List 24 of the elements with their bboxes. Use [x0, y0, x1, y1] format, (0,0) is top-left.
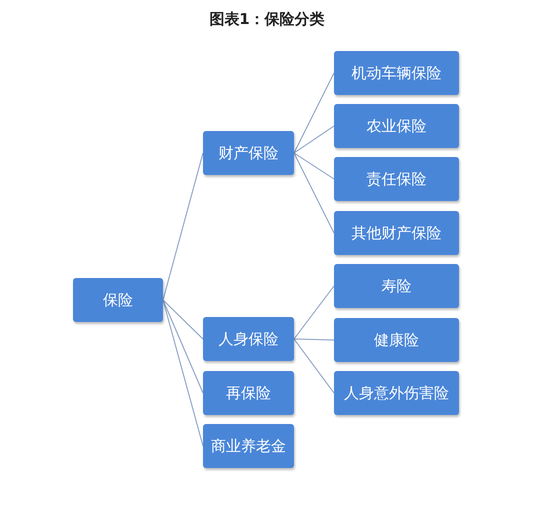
- category-box: 农业保险: [334, 104, 459, 148]
- category-box: 机动车辆保险: [334, 51, 459, 95]
- category-box: 人身意外伤害险: [334, 371, 459, 415]
- connector-line: [294, 72, 334, 154]
- category-box: 寿险: [334, 264, 459, 308]
- title: 图表1：保险分类: [208, 9, 326, 30]
- category-box: 再保险: [203, 371, 294, 415]
- connector-line: [294, 286, 334, 340]
- connector-line: [162, 300, 204, 394]
- connector-line: [294, 152, 334, 180]
- category-box: 其他财产保险: [334, 211, 459, 255]
- connector-line: [294, 126, 334, 154]
- connector-line: [162, 300, 204, 340]
- category-box: 人身保险: [203, 317, 294, 361]
- category-box: 商业养老金: [203, 424, 294, 468]
- connector-line: [162, 152, 204, 300]
- connector-line: [294, 338, 334, 340]
- category-box: 健康险: [334, 318, 459, 362]
- connector-line: [294, 152, 334, 234]
- category-box: 保险: [73, 278, 163, 322]
- connector-line: [162, 300, 204, 446]
- category-box: 财产保险: [203, 131, 294, 175]
- category-box: 责任保险: [334, 157, 459, 201]
- connector-line: [294, 338, 334, 394]
